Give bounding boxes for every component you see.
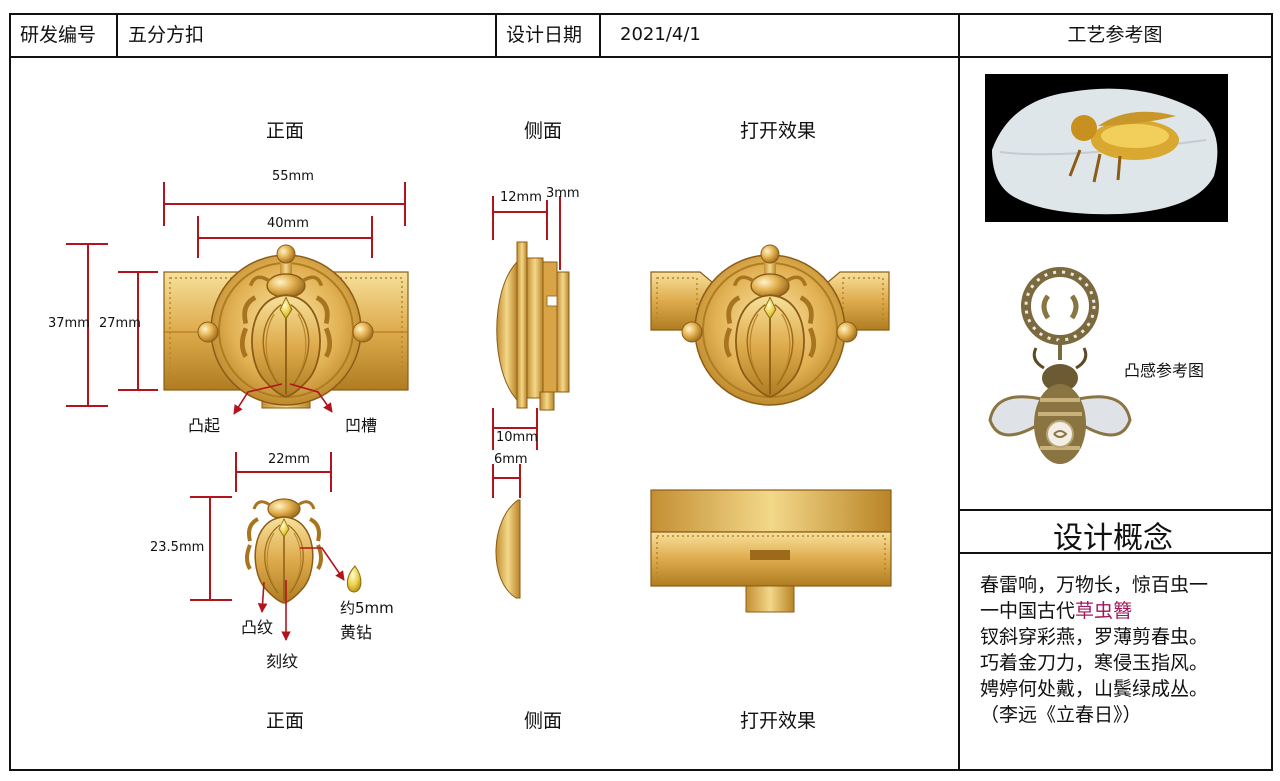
dim-side-lower: 10mm — [496, 430, 538, 445]
rd-number-value: 五分方扣 — [128, 24, 205, 46]
design-concept-text: 春雷响，万物长，惊百虫一 一中国古代草虫簪 钗斜穿彩燕，罗薄剪春虫。 巧着金刀力… — [980, 572, 1208, 728]
view-title-side-top: 侧面 — [523, 120, 563, 142]
right-panel-divider — [958, 13, 960, 771]
dim-front-width: 55mm — [272, 169, 314, 184]
reference-photo-bee-on-leaf — [985, 74, 1228, 222]
concept-line-5: 娉婷何处戴，山鬓绿成丛。 — [980, 678, 1209, 700]
view-title-front-bottom: 正面 — [265, 710, 305, 732]
callout-engrave: 刻纹 — [266, 652, 299, 671]
callout-convex: 凸起 — [188, 416, 221, 435]
view-title-open-top: 打开效果 — [739, 120, 817, 142]
callout-diamond-size: 约5mm — [340, 599, 394, 617]
dim-front-height: 37mm — [48, 316, 90, 331]
header-divider-3 — [599, 13, 601, 57]
dim-beetle-width: 22mm — [268, 452, 310, 467]
dim-side-depth: 12mm — [500, 190, 542, 205]
dim-side-thin: 3mm — [546, 186, 580, 201]
concept-line-3: 钗斜穿彩燕，罗薄剪春虫。 — [980, 626, 1209, 648]
view-title-open-bottom: 打开效果 — [739, 710, 817, 732]
design-date-label: 设计日期 — [506, 24, 583, 46]
dim-beetle-height: 23.5mm — [150, 540, 205, 555]
craft-reference-title: 工艺参考图 — [1067, 24, 1163, 46]
callout-diamond-name: 黄钻 — [340, 623, 373, 642]
view-title-front-top: 正面 — [265, 120, 305, 142]
concept-line-1: 春雷响，万物长，惊百虫一 — [980, 574, 1209, 596]
callout-groove: 凹槽 — [345, 416, 378, 435]
bump-reference-label: 凸感参考图 — [1124, 361, 1205, 380]
design-concept-title: 设计概念 — [1053, 521, 1173, 556]
dimension-lines — [66, 182, 561, 601]
side-view-beetle-drawing — [495, 499, 521, 599]
frame-right — [1271, 13, 1273, 771]
dim-front-inner-height: 27mm — [99, 316, 141, 331]
rd-number-label: 研发编号 — [20, 24, 97, 46]
frame-bottom — [9, 769, 1272, 771]
concept-line-6: （李远《立春日》） — [980, 704, 1142, 726]
side-view-drawing — [496, 241, 570, 411]
header-divider-2 — [495, 13, 497, 57]
design-date-value: 2021/4/1 — [620, 24, 701, 45]
reference-photo-bee-brooch — [988, 267, 1132, 464]
concept-line-2: 一中国古代草虫簪 — [980, 598, 1208, 624]
header-divider-1 — [116, 13, 118, 57]
front-view-drawing — [163, 244, 409, 409]
view-title-side-bottom: 侧面 — [523, 710, 563, 732]
callout-emboss: 凸纹 — [241, 618, 274, 637]
concept-line-2-prefix: 一中国古代 — [980, 600, 1076, 622]
dim-side-small: 6mm — [494, 452, 528, 467]
frame-left — [9, 13, 11, 771]
concept-top-rule — [958, 509, 1272, 511]
frame-top — [9, 13, 1272, 15]
concept-title-rule — [958, 552, 1272, 554]
open-view-drawing — [650, 244, 890, 406]
concept-line-4: 巧着金刀力，寒侵玉指风。 — [980, 652, 1209, 674]
open-view-box-drawing — [650, 489, 892, 613]
header-bottom-rule — [9, 56, 1272, 58]
dim-front-inner-width: 40mm — [267, 216, 309, 231]
beetle-charm-drawing — [247, 499, 362, 603]
callout-arrows — [233, 383, 345, 641]
concept-highlight: 草虫簪 — [1075, 600, 1133, 622]
